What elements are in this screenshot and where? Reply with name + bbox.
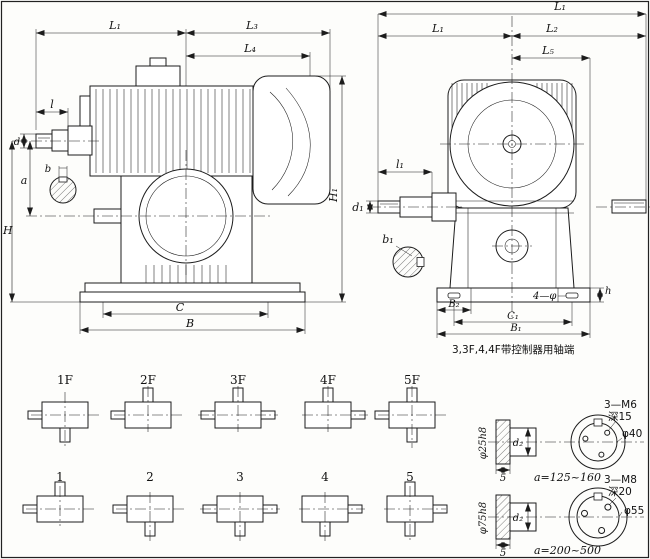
dim-label-h: h bbox=[605, 286, 611, 297]
variant-label-4F: 4F bbox=[320, 373, 336, 387]
base-lower bbox=[79, 291, 306, 303]
base-flange-side bbox=[436, 287, 591, 303]
end-keyway bbox=[593, 492, 603, 501]
dim-label-L1-side: L₁ bbox=[431, 22, 444, 35]
dim-label-B1: B₁ bbox=[509, 323, 521, 334]
variant-label-2F: 2F bbox=[140, 373, 156, 387]
motor-end-flange bbox=[79, 95, 91, 127]
dim-label-d: d bbox=[14, 137, 20, 148]
dim-label-d1: d₁ bbox=[352, 201, 363, 214]
dim-label-L4: L₄ bbox=[243, 42, 256, 55]
variant-4F: 4F bbox=[302, 373, 368, 432]
dim-label-L3: L₃ bbox=[245, 19, 258, 32]
dim-label-l: l bbox=[50, 98, 54, 111]
variant-label-3: 3 bbox=[236, 470, 244, 484]
dim-label-foot-holes: 4—φ bbox=[532, 291, 556, 302]
dim-label-L5: L₅ bbox=[541, 44, 554, 57]
front-view-dimensions: L₁ L₃ L₄ l d b a H H₁ C B bbox=[2, 19, 346, 334]
motor-body bbox=[89, 85, 254, 177]
shaft-dia-label: φ75h8 bbox=[478, 502, 489, 535]
tapped-hole bbox=[604, 429, 611, 436]
variant-label-1: 1 bbox=[56, 470, 64, 484]
motor-ribs bbox=[95, 89, 251, 173]
variant-2: 2 bbox=[112, 470, 184, 542]
variant-3F: 3F bbox=[198, 373, 278, 432]
side-view: L₁ L₁ L₂ L₅ l₁ d₁ b₁ B₂ C₁ B₁ 4—φ h 3,3F… bbox=[352, 0, 650, 356]
variant-3: 3 bbox=[200, 470, 280, 542]
variant-label-4: 4 bbox=[321, 470, 329, 484]
thread-depth-label: 深15 bbox=[608, 411, 632, 423]
tapped-hole bbox=[604, 503, 612, 511]
shaft-dia-label: φ25h8 bbox=[478, 427, 489, 460]
range-label: a=125~160 bbox=[534, 471, 601, 484]
dim-label-L1: L₁ bbox=[108, 19, 121, 32]
step-length-label: 5 bbox=[500, 548, 506, 559]
dim-label-a: a bbox=[21, 174, 28, 187]
front-view: L₁ L₃ L₄ l d b a H H₁ C B bbox=[2, 19, 346, 334]
fan-blades bbox=[269, 87, 311, 197]
input-bearing-housing bbox=[67, 125, 93, 156]
dim-label-L1-total: L₁ bbox=[553, 0, 566, 13]
dim-label-l1: l₁ bbox=[396, 158, 404, 171]
tapped-hole bbox=[598, 527, 606, 534]
pedestal-ribs bbox=[145, 265, 227, 283]
mounting-variants: 1F 2F 3F 4F 5F 1 bbox=[22, 373, 448, 542]
terminal-box-cap bbox=[149, 57, 167, 67]
variant-1: 1 bbox=[22, 470, 94, 526]
side-view-caption: 3,3F,4,4F带控制器用轴端 bbox=[452, 343, 575, 356]
d2-label: d₂ bbox=[513, 438, 523, 449]
input-shaft-step bbox=[51, 129, 69, 152]
shaft-end-lower: φ75h8 d₂ 5 3—M8 深20 φ55 a=200~500 bbox=[478, 474, 644, 559]
foot-pad-lines bbox=[470, 288, 559, 302]
d2-label: d₂ bbox=[513, 513, 523, 524]
controller-shaft-end bbox=[611, 199, 647, 214]
cooling-fins bbox=[451, 83, 573, 128]
foot-bolt-slot-left bbox=[447, 292, 461, 299]
fan-cowl bbox=[252, 75, 331, 205]
tapped-hole bbox=[582, 435, 589, 442]
shaft-end-upper: φ25h8 d₂ 5 3—M6 深15 φ40 a=125~160 bbox=[478, 399, 644, 484]
variant-label-5: 5 bbox=[406, 470, 414, 484]
range-label: a=200~500 bbox=[534, 544, 601, 557]
front-view-body bbox=[35, 57, 331, 303]
variant-label-5F: 5F bbox=[404, 373, 420, 387]
variant-5F: 5F bbox=[374, 373, 446, 448]
dim-label-C: C bbox=[176, 301, 185, 314]
bolt-circle-label: φ55 bbox=[624, 505, 644, 517]
variant-5: 5 bbox=[384, 470, 448, 542]
end-keyway bbox=[593, 418, 603, 427]
dim-label-C1: C₁ bbox=[507, 311, 519, 322]
variant-label-3F: 3F bbox=[230, 373, 246, 387]
foot-bolt-slot-right bbox=[565, 292, 579, 299]
tapped-hole bbox=[581, 509, 588, 517]
thread-depth-label: 深20 bbox=[608, 486, 632, 498]
bolt-circle-label: φ40 bbox=[622, 428, 642, 440]
section-keyway bbox=[58, 176, 68, 183]
dim-label-B2: B₂ bbox=[447, 299, 459, 310]
terminal-box bbox=[135, 65, 181, 87]
step-length-label: 5 bbox=[500, 473, 506, 484]
housing-bosses bbox=[467, 208, 557, 288]
variant-2F: 2F bbox=[110, 373, 182, 432]
variant-label-2: 2 bbox=[146, 470, 154, 484]
section-keyway-side bbox=[416, 257, 425, 267]
side-view-dimensions: L₁ L₁ L₂ L₅ l₁ d₁ b₁ B₂ C₁ B₁ 4—φ h bbox=[352, 0, 647, 338]
side-view-centerlines bbox=[370, 16, 650, 318]
dim-label-B: B bbox=[185, 317, 194, 330]
shaft-end-details: φ25h8 d₂ 5 3—M6 深15 φ40 a=125~160 φ75h8 … bbox=[478, 399, 644, 559]
dim-label-H1: H₁ bbox=[327, 188, 340, 203]
variant-label-1F: 1F bbox=[57, 373, 73, 387]
dim-label-b: b bbox=[45, 164, 51, 175]
variant-1F: 1F bbox=[27, 373, 99, 448]
variant-4: 4 bbox=[299, 470, 365, 542]
dim-label-H: H bbox=[2, 224, 13, 237]
tapped-hole bbox=[598, 451, 605, 458]
thread-spec-label: 3—M8 bbox=[604, 474, 637, 486]
dim-label-L2: L₂ bbox=[545, 22, 558, 35]
base-upper bbox=[84, 282, 301, 293]
dim-label-b1: b₁ bbox=[382, 233, 393, 246]
thread-spec-label: 3—M6 bbox=[604, 399, 637, 411]
